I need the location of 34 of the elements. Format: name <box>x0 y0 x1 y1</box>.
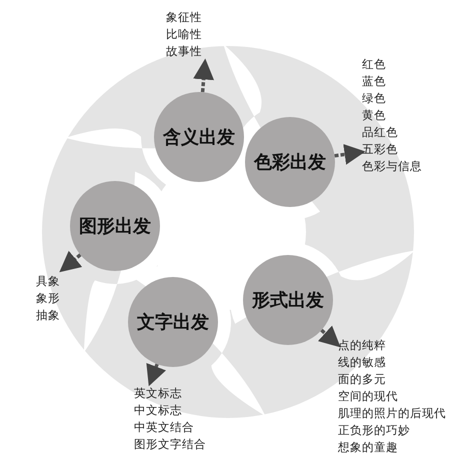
arrow <box>59 250 82 272</box>
list-item: 品红色 <box>362 124 399 140</box>
topic-label: 图形出发 <box>79 215 151 238</box>
topic-label: 含义出发 <box>163 126 235 149</box>
list-item: 比喻性 <box>166 26 203 42</box>
list-item: 象征性 <box>166 8 203 26</box>
list-item: 图形文字结合 <box>134 436 207 453</box>
arrow <box>193 58 214 92</box>
list-item: 中英文结合 <box>134 419 195 436</box>
arrow <box>334 144 366 165</box>
list-item: 五彩色 <box>362 140 399 158</box>
list-item: 蓝色 <box>362 72 387 90</box>
list-item: 肌理的照片的后现代 <box>338 404 447 422</box>
list-item: 英文标志 <box>134 385 183 402</box>
list-item: 面的多元 <box>338 370 387 388</box>
list-item: 正负形的巧妙 <box>338 422 411 438</box>
topic-label: 形式出发 <box>252 289 324 312</box>
topic-label: 文字出发 <box>137 311 209 334</box>
list-item: 故事性 <box>166 42 203 60</box>
list-item: 色彩与信息 <box>362 158 423 174</box>
arrow <box>318 326 341 348</box>
list-item: 中文标志 <box>134 402 183 419</box>
list-item: 黄色 <box>362 106 387 124</box>
list-item: 线的敏感 <box>338 354 387 370</box>
list-item: 红色 <box>362 56 387 72</box>
topic-label: 色彩出发 <box>254 151 326 174</box>
list-item: 象形 <box>36 290 61 306</box>
list-item: 抽象 <box>36 306 61 324</box>
list-item: 空间的现代 <box>338 388 399 404</box>
list-item: 绿色 <box>362 90 387 106</box>
list-item: 点的纯粹 <box>338 336 387 354</box>
list-item: 具象 <box>36 272 61 290</box>
arrow <box>146 362 166 386</box>
list-item: 想象的童趣 <box>338 438 399 456</box>
